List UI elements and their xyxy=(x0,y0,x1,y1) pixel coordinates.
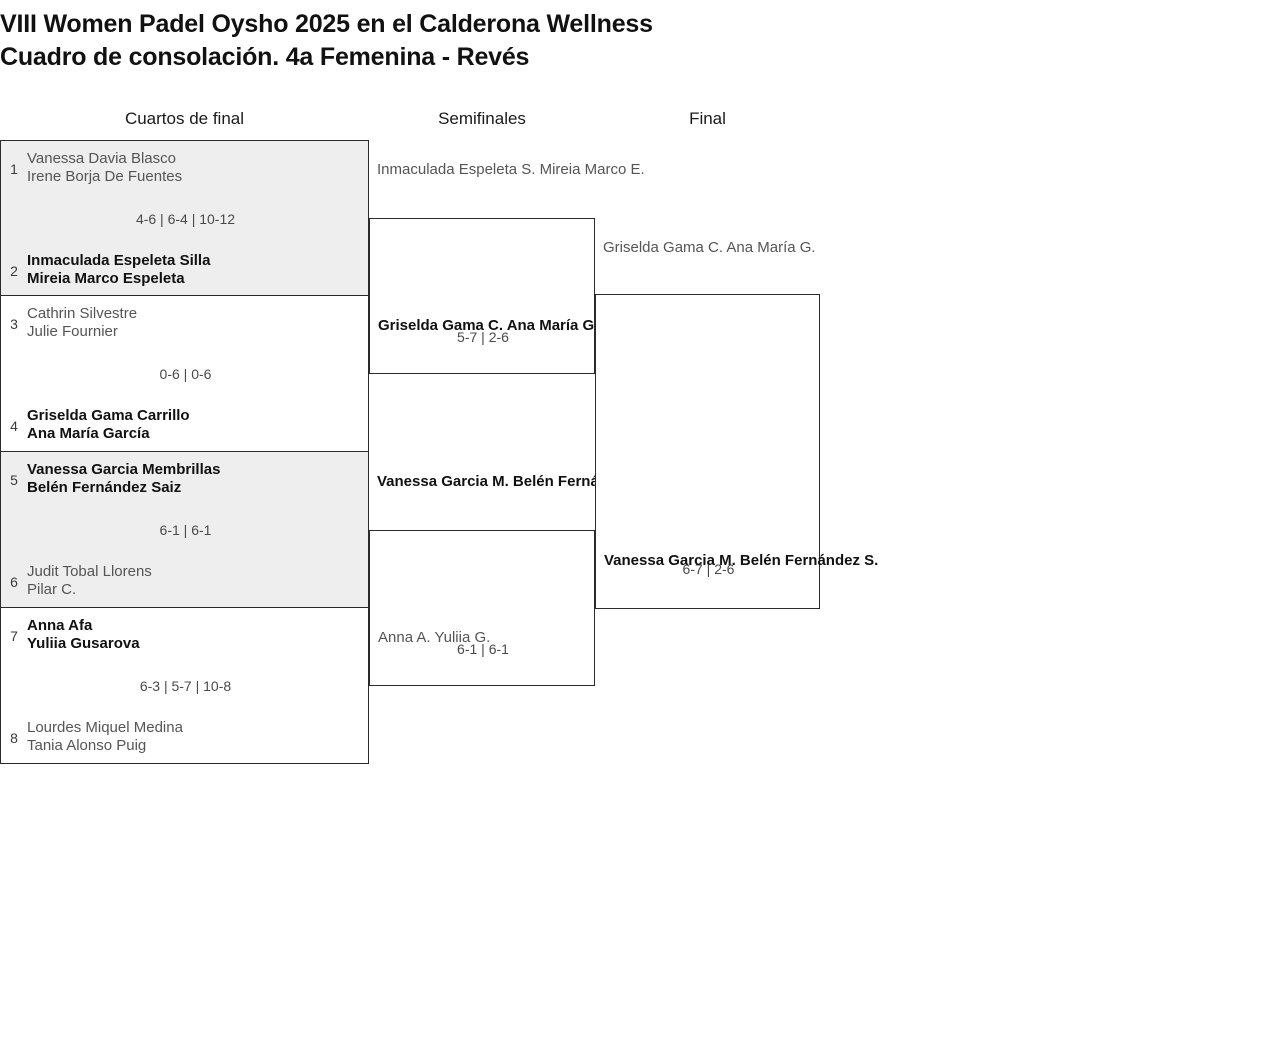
player-name: Yuliia Gusarova xyxy=(27,635,140,652)
match-team-top[interactable]: 1 Vanessa Davia Blasco Irene Borja De Fu… xyxy=(1,149,370,195)
player-name: Vanessa Garcia Membrillas xyxy=(27,461,221,478)
team-names: Inmaculada Espeleta Silla Mireia Marco E… xyxy=(27,252,210,288)
player-name: Cathrin Silvestre xyxy=(27,305,138,322)
player-name: Tania Alonso Puig xyxy=(27,737,147,754)
player-name: Griselda Gama C. xyxy=(378,317,504,334)
match-score: 5-7 | 2-6 xyxy=(457,329,509,345)
match-team-bottom[interactable]: 4 Griselda Gama Carrillo Ana María Garcí… xyxy=(1,406,370,452)
match-team-bottom[interactable]: 2 Inmaculada Espeleta Silla Mireia Marco… xyxy=(1,251,370,297)
player-name: Griselda Gama Carrillo xyxy=(27,407,190,424)
player-name: Pilar C. xyxy=(27,581,77,598)
team-names: Vanessa Garcia Membrillas Belén Fernánde… xyxy=(27,461,220,497)
player-name: Lourdes Miquel Medina xyxy=(27,719,183,736)
player-name: Ana María G. xyxy=(726,239,816,256)
semifinal-2-team-top[interactable]: Vanessa Garcia M. Belén Fernández S. xyxy=(377,473,651,491)
seed-number: 4 xyxy=(10,418,18,434)
player-name: Mireia Marco Espeleta xyxy=(27,270,185,287)
match-score: 4-6 | 6-4 | 10-12 xyxy=(135,211,236,227)
match-quarterfinal-1[interactable]: 1 Vanessa Davia Blasco Irene Borja De Fu… xyxy=(0,140,369,296)
match-score: 6-7 | 2-6 xyxy=(682,561,735,577)
semifinal-1-team-bottom[interactable]: Griselda Gama C. Ana María G. xyxy=(378,317,598,335)
final-team-bottom-champion[interactable]: Vanessa Garcia M. Belén Fernández S. xyxy=(604,552,878,570)
match-team-top[interactable]: 3 Cathrin Silvestre Julie Fournier xyxy=(1,304,370,350)
match-score: 6-1 | 6-1 xyxy=(159,522,212,538)
player-name: Mireia Marco E. xyxy=(539,161,645,178)
match-team-top[interactable]: 5 Vanessa Garcia Membrillas Belén Fernán… xyxy=(1,460,370,506)
player-name: Julie Fournier xyxy=(27,323,118,340)
player-name: Griselda Gama C. xyxy=(603,239,724,256)
semifinal-1-team-top[interactable]: Inmaculada Espeleta S. Mireia Marco E. xyxy=(377,161,645,179)
player-name: Vanessa Garcia M. xyxy=(604,552,736,569)
player-name: Belén Fernández S. xyxy=(739,552,879,569)
match-score: 6-3 | 5-7 | 10-8 xyxy=(139,678,232,694)
match-team-top[interactable]: 7 Anna Afa Yuliia Gusarova xyxy=(1,616,370,662)
seed-number: 3 xyxy=(10,316,18,332)
match-score: 6-1 | 6-1 xyxy=(457,641,509,657)
team-names: Anna Afa Yuliia Gusarova xyxy=(27,617,140,653)
seed-number: 2 xyxy=(10,263,18,279)
round-header-final: Final xyxy=(689,109,726,128)
match-semifinal-2[interactable]: 6-1 | 6-1 Anna A. Yuliia G. xyxy=(369,530,595,686)
team-names: Lourdes Miquel Medina Tania Alonso Puig xyxy=(27,719,183,755)
team-names: Judit Tobal Llorens Pilar C. xyxy=(27,563,152,599)
semifinal-2-team-bottom[interactable]: Anna A. Yuliia G. xyxy=(378,629,490,647)
seed-number: 7 xyxy=(10,628,18,644)
match-quarterfinal-4[interactable]: 7 Anna Afa Yuliia Gusarova 6-3 | 5-7 | 1… xyxy=(0,608,369,764)
match-quarterfinal-3[interactable]: 5 Vanessa Garcia Membrillas Belén Fernán… xyxy=(0,452,369,608)
match-final[interactable]: 6-7 | 2-6 Vanessa Garcia M. Belén Fernán… xyxy=(595,294,878,609)
round-header-quarterfinals: Cuartos de final xyxy=(124,109,245,128)
team-names: Vanessa Davia Blasco Irene Borja De Fuen… xyxy=(27,150,182,186)
player-name: Ana María García xyxy=(27,425,150,442)
seed-number: 5 xyxy=(10,472,18,488)
round-header-semifinals: Semifinales xyxy=(438,109,526,128)
tournament-subtitle-line-2: Cuadro de consolación. 4a Femenina - Rev… xyxy=(0,43,530,71)
match-score: 0-6 | 0-6 xyxy=(159,366,212,382)
match-team-bottom[interactable]: 6 Judit Tobal Llorens Pilar C. xyxy=(1,562,370,608)
player-name: Irene Borja De Fuentes xyxy=(27,168,183,185)
match-semifinal-1[interactable]: 5-7 | 2-6 Griselda Gama C. Ana María G. xyxy=(369,218,598,374)
team-names: Griselda Gama Carrillo Ana María García xyxy=(27,407,190,443)
tournament-title-line-1: VIII Women Padel Oysho 2025 en el Calder… xyxy=(0,10,653,38)
tournament-bracket: 1 Vanessa Davia Blasco Irene Borja De Fu… xyxy=(0,140,1280,780)
page-title: VIII Women Padel Oysho 2025 en el Calder… xyxy=(0,8,1100,74)
team-names: Cathrin Silvestre Julie Fournier xyxy=(27,305,137,341)
player-name: Yuliia G. xyxy=(434,629,491,646)
player-name: Vanessa Garcia M. xyxy=(377,473,509,490)
match-team-bottom[interactable]: 8 Lourdes Miquel Medina Tania Alonso Pui… xyxy=(1,718,370,764)
player-name: Anna A. xyxy=(378,629,431,646)
player-name: Inmaculada Espeleta S. xyxy=(377,161,536,178)
match-quarterfinal-2[interactable]: 3 Cathrin Silvestre Julie Fournier 0-6 |… xyxy=(0,296,369,452)
player-name: Ana María G. xyxy=(506,317,599,334)
player-name: Inmaculada Espeleta Silla xyxy=(27,252,211,269)
final-team-top[interactable]: Griselda Gama C. Ana María G. xyxy=(603,239,816,257)
seed-number: 1 xyxy=(10,161,18,177)
seed-number: 6 xyxy=(10,574,18,590)
seed-number: 8 xyxy=(10,730,18,746)
player-name: Anna Afa xyxy=(27,617,93,634)
player-name: Vanessa Davia Blasco xyxy=(27,150,176,167)
player-name: Belén Fernández Saiz xyxy=(27,479,182,496)
player-name: Judit Tobal Llorens xyxy=(27,563,152,580)
